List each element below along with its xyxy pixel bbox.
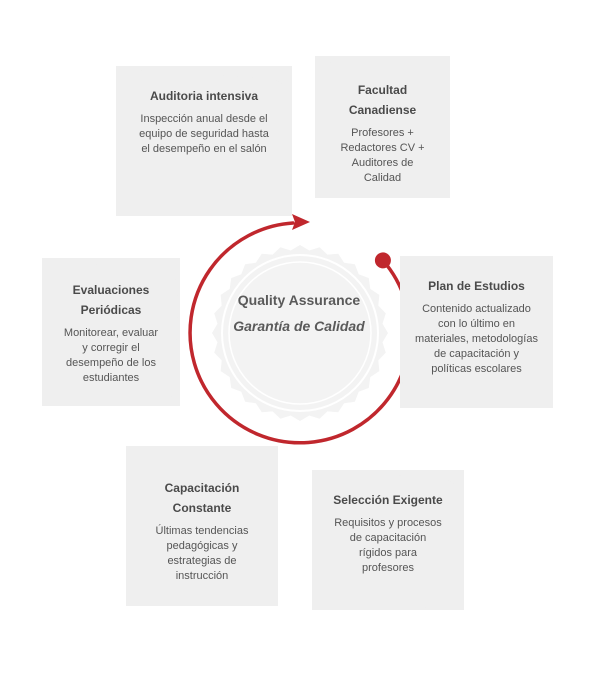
seal-inner-ring (228, 261, 372, 405)
card-description: Requisitos y procesos de capacitación rí… (334, 517, 442, 574)
card-blob (126, 446, 278, 606)
center-title: Quality Assurance (237, 292, 361, 308)
card-title: Plan de Estudios (428, 279, 525, 293)
card-description: Inspección anual desde el equipo de segu… (139, 113, 269, 155)
arc-start-dot (374, 252, 391, 269)
card-blob (315, 56, 450, 198)
card-evaluaciones: Evaluaciones Periódicas Monitorear, eval… (42, 258, 180, 406)
card-facultad: Facultad Canadiense Profesores + Redacto… (315, 56, 450, 198)
card-blob (116, 66, 292, 216)
seal-badge (212, 245, 388, 421)
card-plan-estudios: Plan de Estudios Contenido actualizado c… (400, 256, 553, 408)
card-capacitacion: Capacitación Constante Últimas tendencia… (126, 446, 278, 606)
card-description: Monitorear, evaluar y corregir el desemp… (63, 327, 159, 384)
card-description: Últimas tendencias pedagógicas y estrate… (155, 525, 249, 582)
card-blob (400, 256, 553, 408)
card-blob (42, 258, 180, 406)
center-subtitle: Garantía de Calidad (233, 318, 365, 334)
center-label: Quality Assurance Garantía de Calidad (229, 290, 369, 336)
card-title: Facultad Canadiense (348, 83, 417, 117)
card-title: Evaluaciones Periódicas (72, 283, 150, 317)
seal-outer-ring (221, 254, 379, 412)
card-blob (312, 470, 464, 610)
card-title: Selección Exigente (333, 493, 443, 507)
card-seleccion: Selección Exigente Requisitos y procesos… (312, 470, 464, 610)
card-title: Capacitación Constante (164, 481, 240, 515)
arrowhead-icon (292, 214, 310, 230)
card-title: Auditoria intensiva (149, 89, 259, 103)
card-description: Contenido actualizado con lo último en m… (415, 303, 538, 375)
card-auditoria: Auditoria intensiva Inspección anual des… (116, 66, 292, 216)
card-description: Profesores + Redactores CV + Auditores d… (340, 127, 425, 184)
